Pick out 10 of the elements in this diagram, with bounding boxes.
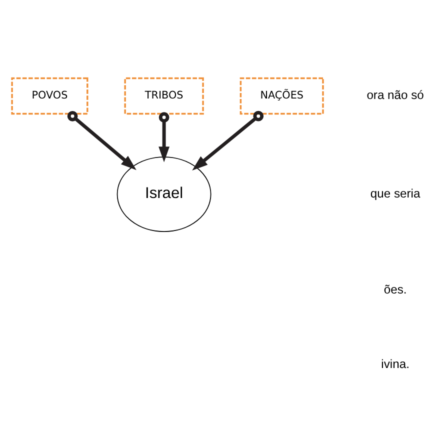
label: que seria [370,186,420,201]
node-box: TRIBOS [124,77,204,115]
arrow [67,110,136,170]
node-box: NAÇÕES [240,77,324,115]
arrow [192,110,264,170]
label: ivina. [381,357,410,372]
label: ões. [384,282,407,297]
label: ora não só [366,88,424,102]
arrow [158,112,170,162]
node-box: POVOS [11,77,88,115]
